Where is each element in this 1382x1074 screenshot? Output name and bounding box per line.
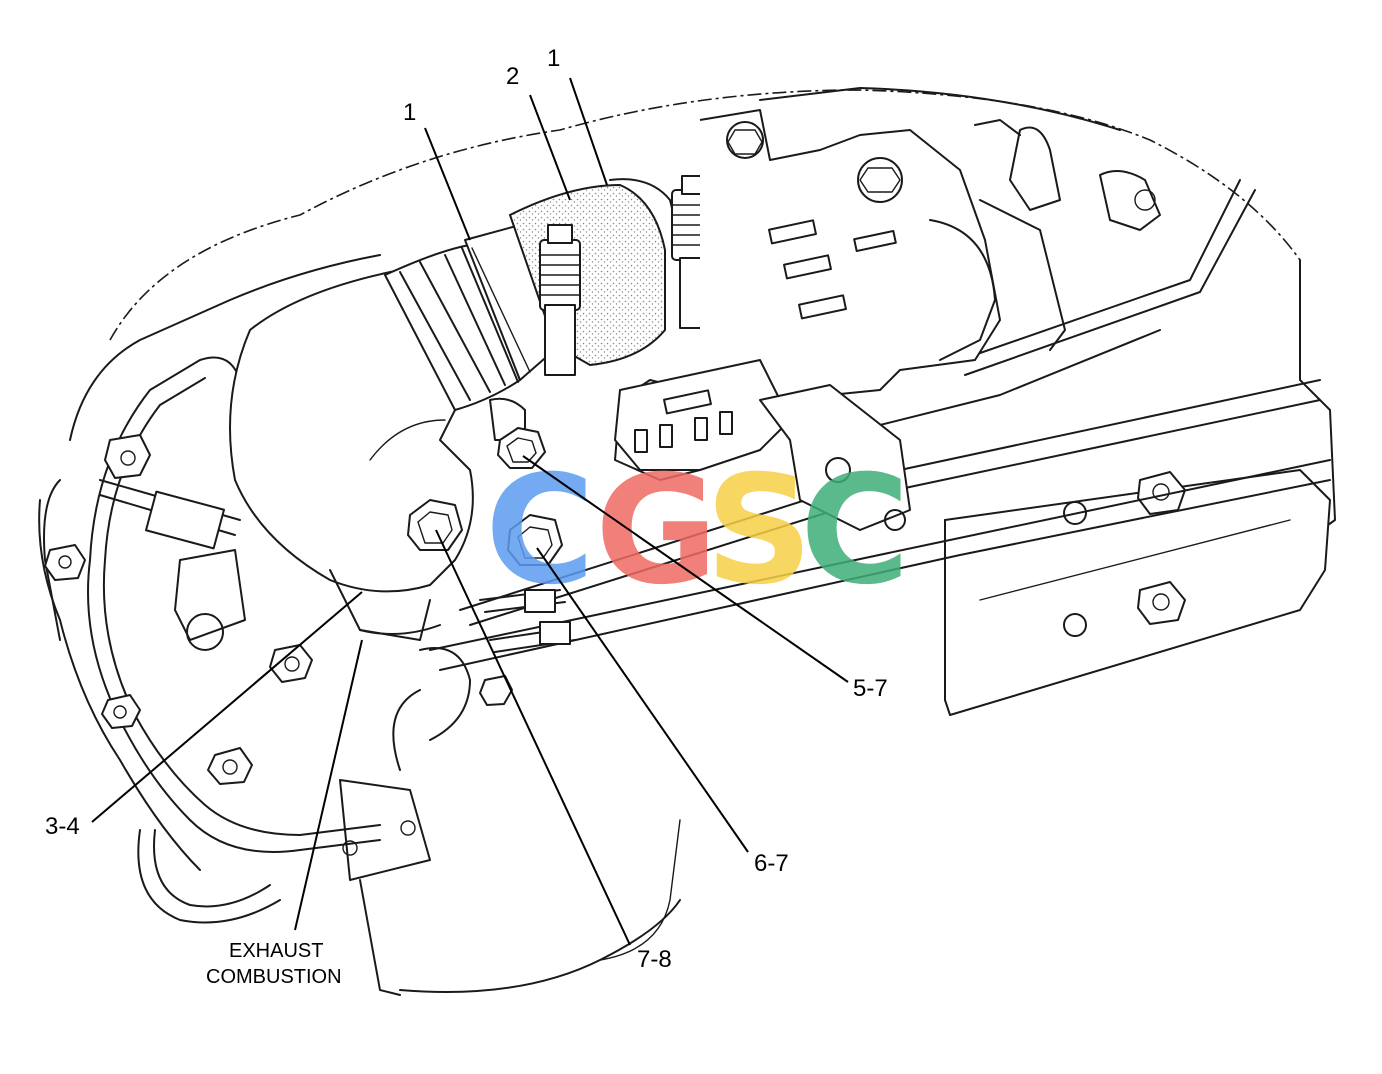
intake-elbow bbox=[229, 175, 715, 641]
leader-1-left bbox=[424, 127, 471, 241]
leader-6-7 bbox=[536, 547, 749, 853]
leader-7-8 bbox=[435, 529, 631, 946]
leader-3-4 bbox=[91, 591, 363, 823]
leader-exhaust bbox=[294, 639, 363, 931]
watermark-letter-c2: C bbox=[800, 444, 910, 618]
leader-1-top bbox=[569, 77, 608, 186]
leader-5-7 bbox=[522, 455, 849, 683]
watermark: C G S C bbox=[485, 444, 910, 618]
lower-fittings bbox=[392, 589, 576, 771]
left-fittings bbox=[44, 434, 431, 881]
engine-block-outline bbox=[38, 87, 1336, 996]
callout-7-8: 7-8 bbox=[637, 946, 672, 973]
bolt-5-7 bbox=[497, 427, 546, 469]
caption-combustion: COMBUSTION bbox=[206, 966, 342, 988]
bolt-7-8 bbox=[407, 499, 463, 551]
watermark-letter-c1: C bbox=[485, 444, 595, 618]
watermark-letter-g: G bbox=[595, 444, 718, 618]
callout-5-7: 5-7 bbox=[853, 675, 888, 702]
leader-2 bbox=[529, 94, 571, 201]
watermark-letter-s: S bbox=[705, 444, 813, 618]
caption-exhaust: EXHAUST bbox=[229, 940, 323, 962]
leader-lines bbox=[91, 77, 849, 946]
mounting-plate bbox=[944, 469, 1331, 716]
callout-3-4: 3-4 bbox=[45, 813, 80, 840]
clamp-bolt-left bbox=[539, 224, 581, 376]
callout-1-top: 1 bbox=[547, 45, 560, 72]
callout-1-left: 1 bbox=[403, 99, 416, 126]
callout-6-7: 6-7 bbox=[754, 850, 789, 877]
callout-labels: 1 2 1 5-7 6-7 7-8 3-4 EXHAUST COMBUSTION bbox=[45, 45, 888, 988]
upper-bracket-assembly bbox=[489, 109, 1161, 531]
bolt-6-7 bbox=[507, 514, 563, 566]
callout-2: 2 bbox=[506, 63, 519, 90]
